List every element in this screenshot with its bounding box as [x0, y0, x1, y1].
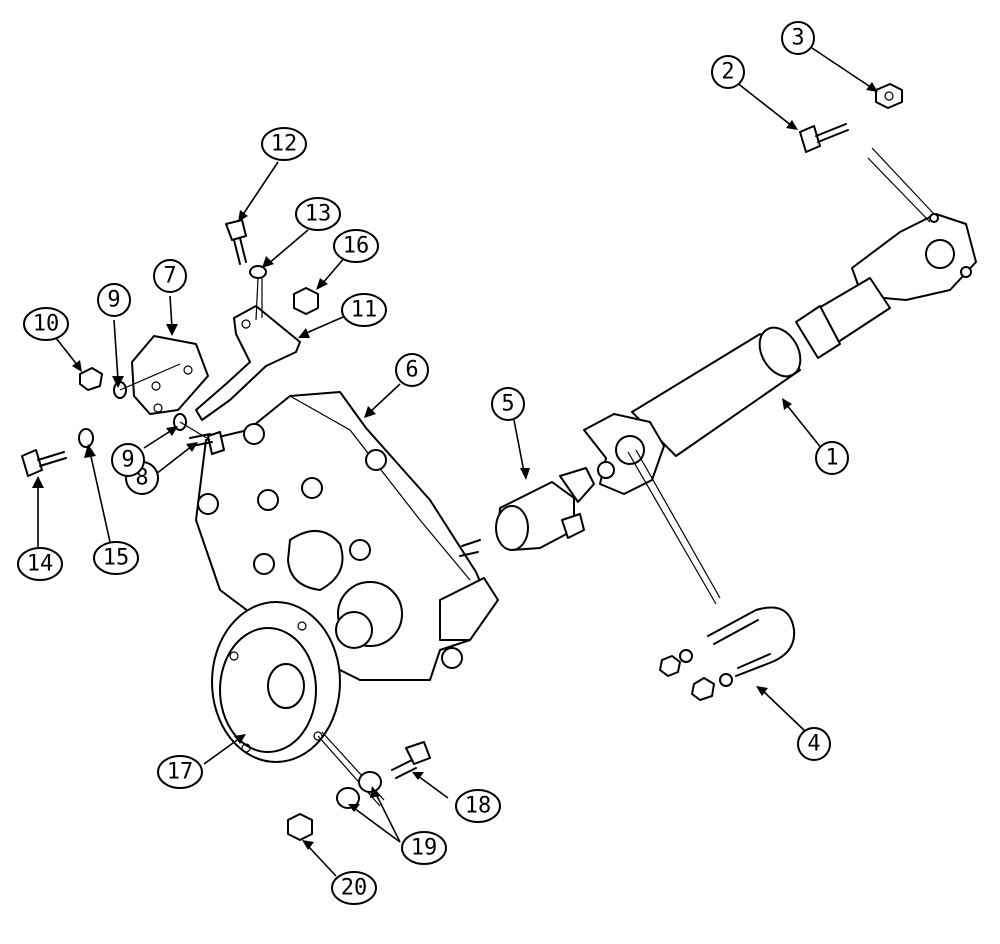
callout-11: 11	[341, 293, 387, 327]
callout-10: 10	[23, 307, 69, 341]
flange-17	[211, 601, 341, 763]
bolt-8	[189, 431, 225, 455]
washer-19b	[358, 771, 382, 793]
callout-1: 1	[815, 441, 849, 475]
callout-17: 17	[157, 755, 203, 789]
callout-label-4: 4	[807, 732, 820, 757]
washer-19a	[336, 787, 360, 809]
coupler-5	[495, 467, 595, 551]
washer-15	[78, 428, 94, 448]
callout-label-1: 1	[825, 446, 838, 471]
u-bolt-4	[659, 606, 796, 701]
callout-6: 6	[395, 353, 429, 387]
callout-7: 7	[153, 259, 187, 293]
callout-label-3: 3	[791, 26, 804, 51]
callout-label-13: 13	[305, 202, 332, 227]
callout-18: 18	[455, 789, 501, 823]
callout-12: 12	[261, 127, 307, 161]
callout-14: 14	[17, 547, 63, 581]
callout-label-11: 11	[351, 298, 378, 323]
callout-5: 5	[491, 387, 525, 421]
nut-16	[293, 287, 319, 315]
callout-19: 19	[401, 831, 447, 865]
callout-15: 15	[93, 541, 139, 575]
drive-shaft	[583, 213, 977, 495]
callout-3: 3	[781, 21, 815, 55]
washer-13	[249, 265, 267, 279]
bolt-12	[225, 219, 247, 265]
callout-9a: 9	[97, 283, 131, 317]
callout-2: 2	[711, 55, 745, 89]
callout-4: 4	[797, 727, 831, 761]
callout-label-19: 19	[411, 836, 438, 861]
bolt-18	[391, 741, 431, 779]
callout-9b: 9	[111, 443, 145, 477]
callout-label-16: 16	[343, 234, 370, 259]
callout-label-5: 5	[501, 392, 514, 417]
callout-label-12: 12	[271, 132, 298, 157]
nut-10	[79, 367, 103, 391]
bolt-2	[799, 123, 849, 153]
nut-3	[875, 83, 903, 109]
callout-label-6: 6	[405, 358, 418, 383]
bracket-11	[195, 305, 301, 421]
callout-label-2: 2	[721, 60, 734, 85]
callout-label-14: 14	[27, 552, 54, 577]
callout-label-7: 7	[163, 264, 176, 289]
callout-label-9a: 9	[107, 288, 120, 313]
nut-20	[287, 813, 313, 841]
callout-label-15: 15	[103, 546, 130, 571]
callout-20: 20	[331, 871, 377, 905]
callout-16: 16	[333, 229, 379, 263]
callout-label-20: 20	[341, 876, 368, 901]
callout-label-17: 17	[167, 760, 194, 785]
bolt-14	[21, 449, 67, 477]
callout-label-9b: 9	[121, 448, 134, 473]
bracket-7	[131, 335, 209, 415]
callout-label-18: 18	[465, 794, 492, 819]
leaders	[32, 47, 878, 877]
callout-label-10: 10	[33, 312, 60, 337]
callout-13: 13	[295, 197, 341, 231]
